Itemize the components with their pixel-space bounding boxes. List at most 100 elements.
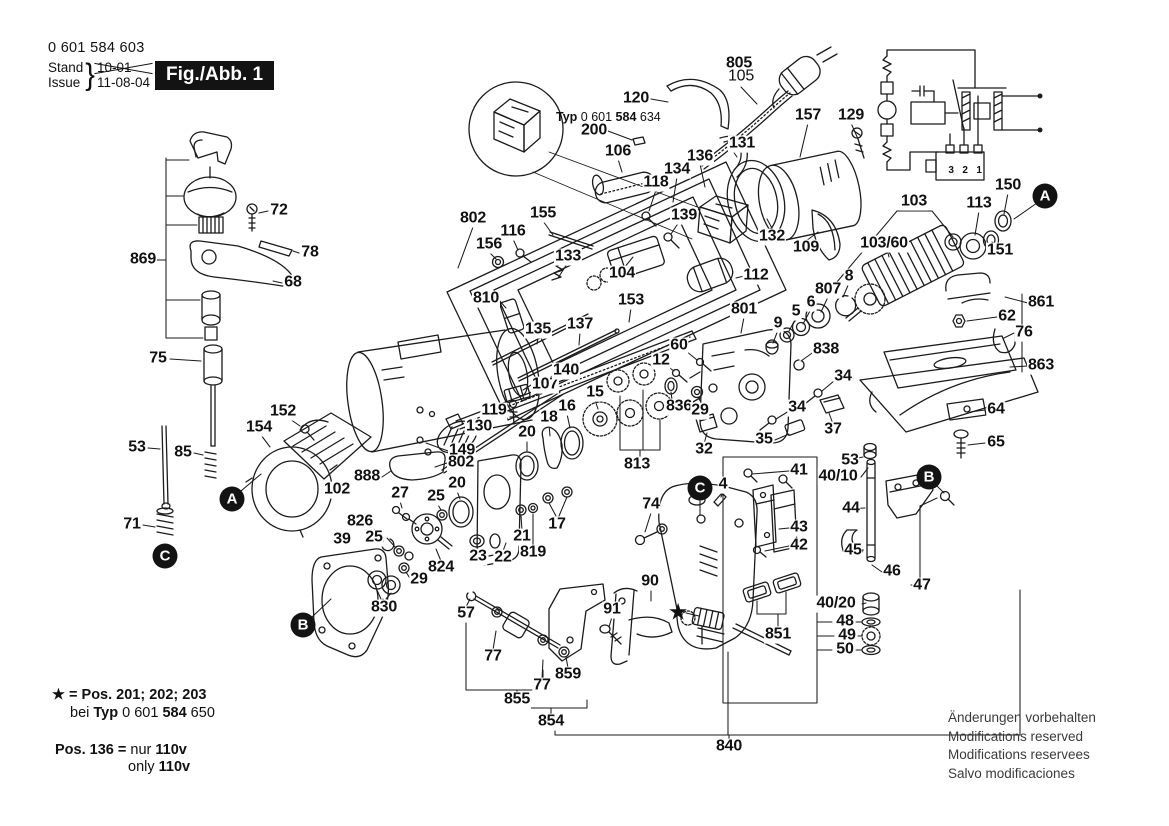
part-label-64: 64 <box>986 400 1006 419</box>
part-label-34: 34 <box>787 398 807 417</box>
issue-label: Issue <box>48 74 81 90</box>
part-label-107: 107 <box>530 375 560 394</box>
part-label-18: 18 <box>539 408 559 427</box>
part-label-859: 859 <box>553 665 583 684</box>
part-label-45: 45 <box>843 541 863 560</box>
part-label-15: 15 <box>585 383 605 402</box>
part-label-135: 135 <box>523 320 553 339</box>
rod-and-clamps <box>742 442 955 656</box>
part-label-802: 802 <box>446 453 476 472</box>
part-label-17: 17 <box>547 515 567 534</box>
part-label-90: 90 <box>640 572 660 591</box>
callout-C: C <box>687 475 713 501</box>
part-label-810: 810 <box>471 289 501 308</box>
part-label-826: 826 <box>345 512 375 531</box>
gear-housing <box>606 295 857 444</box>
callout-C: C <box>152 543 178 569</box>
part-label-77: 77 <box>532 676 552 695</box>
part-label-134: 134 <box>662 160 692 179</box>
part-label-132: 132 <box>757 227 787 246</box>
part-label-888: 888 <box>352 467 382 486</box>
knob-assembly <box>183 131 294 341</box>
star-marker: ★ <box>669 601 687 624</box>
foot-plate <box>859 272 1039 459</box>
part-label-153: 153 <box>616 291 646 310</box>
part-label-34: 34 <box>833 367 853 386</box>
part-label-869: 869 <box>128 250 158 269</box>
part-label-71: 71 <box>122 515 142 534</box>
part-label-39: 39 <box>332 530 352 549</box>
part-label-57: 57 <box>456 604 476 623</box>
part-label-41: 41 <box>789 461 809 480</box>
part-label-105: 105 <box>726 67 756 86</box>
part-label-200: 200 <box>579 121 609 140</box>
star-footnote-line1: ★ = Pos. 201; 202; 203 <box>52 687 207 703</box>
part-label-130: 130 <box>464 417 494 436</box>
part-label-152: 152 <box>268 402 298 421</box>
part-label-42: 42 <box>789 536 809 555</box>
part-label-855: 855 <box>502 690 532 709</box>
stand-label: Stand <box>48 60 84 75</box>
part-label-29: 29 <box>409 570 429 589</box>
part-label-60: 60 <box>669 336 689 355</box>
wiring-schematic <box>877 49 1043 181</box>
pos136-line1: Pos. 136 = nur 110v <box>55 742 187 758</box>
part-label-65: 65 <box>986 433 1006 452</box>
part-label-129: 129 <box>836 106 866 125</box>
callout-B: B <box>916 464 942 490</box>
part-label-53: 53 <box>127 438 147 457</box>
part-label-35: 35 <box>754 430 774 449</box>
disclaimer-line: Änderungen vorbehalten <box>948 710 1096 725</box>
part-label-150: 150 <box>993 176 1023 195</box>
part-label-805: 805 <box>724 54 754 73</box>
type-number: 0 601 584 603 <box>48 40 145 56</box>
callout-A: A <box>219 486 245 512</box>
part-label-3: 3 <box>948 164 954 176</box>
part-label-68: 68 <box>283 273 303 292</box>
star-footnote-line2: bei Typ 0 601 584 650 <box>70 705 215 721</box>
part-label-104: 104 <box>607 264 637 283</box>
part-label-103: 103 <box>899 192 929 211</box>
part-label-109: 109 <box>791 238 821 257</box>
part-label-136: 136 <box>685 147 715 166</box>
part-label-29: 29 <box>690 401 710 420</box>
plate-and-rings <box>448 401 618 566</box>
part-label-62: 62 <box>997 307 1017 326</box>
part-label-50: 50 <box>835 640 855 659</box>
part-label-47: 47 <box>912 576 932 595</box>
part-label-4: 4 <box>717 475 729 494</box>
part-label-103-60: 103/60 <box>859 234 909 253</box>
part-label-112: 112 <box>742 266 770 285</box>
pos136-footnote: Pos. 136 = nur 110v only 110v <box>55 742 190 776</box>
part-label-824: 824 <box>426 558 456 577</box>
part-label-46: 46 <box>882 562 902 581</box>
part-label-5: 5 <box>790 302 802 321</box>
part-label-85: 85 <box>173 443 193 462</box>
part-label-1: 1 <box>976 164 982 176</box>
disclaimer-line: Salvo modificaciones <box>948 765 1075 781</box>
motor-shell <box>726 127 865 261</box>
part-label-23: 23 <box>468 547 488 566</box>
typ-callout: Typ 0 601 584 634 <box>556 110 661 124</box>
inset-magnifier <box>468 81 701 240</box>
part-label-91: 91 <box>602 600 622 619</box>
star-footnote: ★ = Pos. 201; 202; 203 bei Typ 0 601 584… <box>52 686 215 722</box>
part-label-12: 12 <box>651 351 671 370</box>
superseded-date: 10-01 <box>97 60 150 76</box>
left-shaft-springs <box>156 344 223 536</box>
part-label-102: 102 <box>322 480 352 499</box>
part-label-119: 119 <box>480 401 508 420</box>
pos136-line2: only 110v <box>128 759 191 775</box>
part-label-155: 155 <box>528 204 558 223</box>
part-label-20: 20 <box>447 474 467 493</box>
part-label-139: 139 <box>669 206 699 225</box>
issue-date: 11-08-04 <box>96 74 151 90</box>
part-label-37: 37 <box>823 420 843 439</box>
part-label-22: 22 <box>493 548 513 567</box>
part-label-851: 851 <box>763 625 793 644</box>
part-label-74: 74 <box>641 495 661 514</box>
part-label-53: 53 <box>840 451 860 470</box>
part-label-2: 2 <box>962 164 968 176</box>
figure-label: Fig./Abb. 1 <box>155 61 275 90</box>
